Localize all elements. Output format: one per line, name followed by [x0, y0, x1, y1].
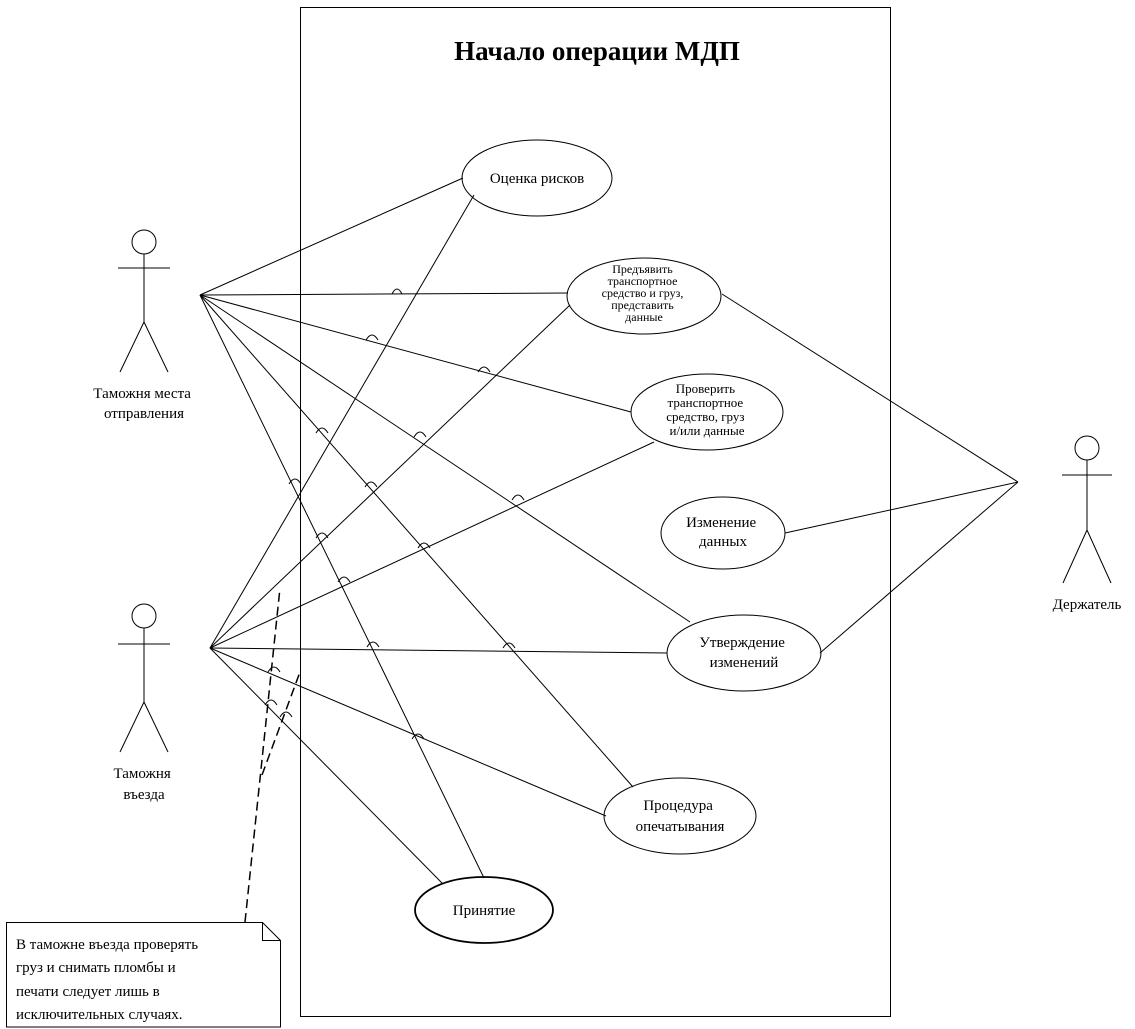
actor-holder [1062, 435, 1112, 584]
use-case-risk-assessment [461, 139, 613, 217]
line-crossing-hops [264, 288, 525, 740]
use-case-change-label: Изменение данных [686, 515, 760, 550]
system-boundary [300, 7, 891, 1017]
use-case-accept-label: Принятие [453, 903, 516, 919]
use-case-data-change [660, 496, 786, 570]
use-case-seal-label: Процедура опечатывания [636, 798, 725, 835]
use-case-present-label: Предъявить транспортное средство и груз,… [602, 262, 687, 324]
note-text: В таможне въезда проверять груз и снимат… [16, 937, 202, 1023]
associations-holder [721, 293, 1019, 654]
use-case-sealing [603, 777, 757, 855]
actor-departure-customs [118, 229, 170, 373]
actor-holder-label: Держатель [1053, 597, 1122, 613]
use-case-check-vehicle [630, 373, 784, 451]
use-case-approve-changes [666, 614, 822, 692]
actor-entry-label: Таможня въезда [113, 766, 174, 803]
use-case-check-label: Проверить транспортное средство, груз и/… [666, 381, 748, 438]
use-case-approve-label: Утверждение изменений [699, 635, 788, 671]
use-case-present-vehicle [566, 257, 722, 335]
use-case-acceptance [414, 876, 554, 944]
use-case-risk-label: Оценка рисков [490, 171, 584, 187]
note-anchor-lines [244, 587, 301, 923]
associations-entry [209, 194, 668, 884]
actor-departure-label: Таможня места отправления [93, 386, 194, 422]
system-title: Начало операции МДП [454, 36, 740, 66]
actor-entry-customs [118, 603, 170, 753]
note [6, 922, 281, 1028]
